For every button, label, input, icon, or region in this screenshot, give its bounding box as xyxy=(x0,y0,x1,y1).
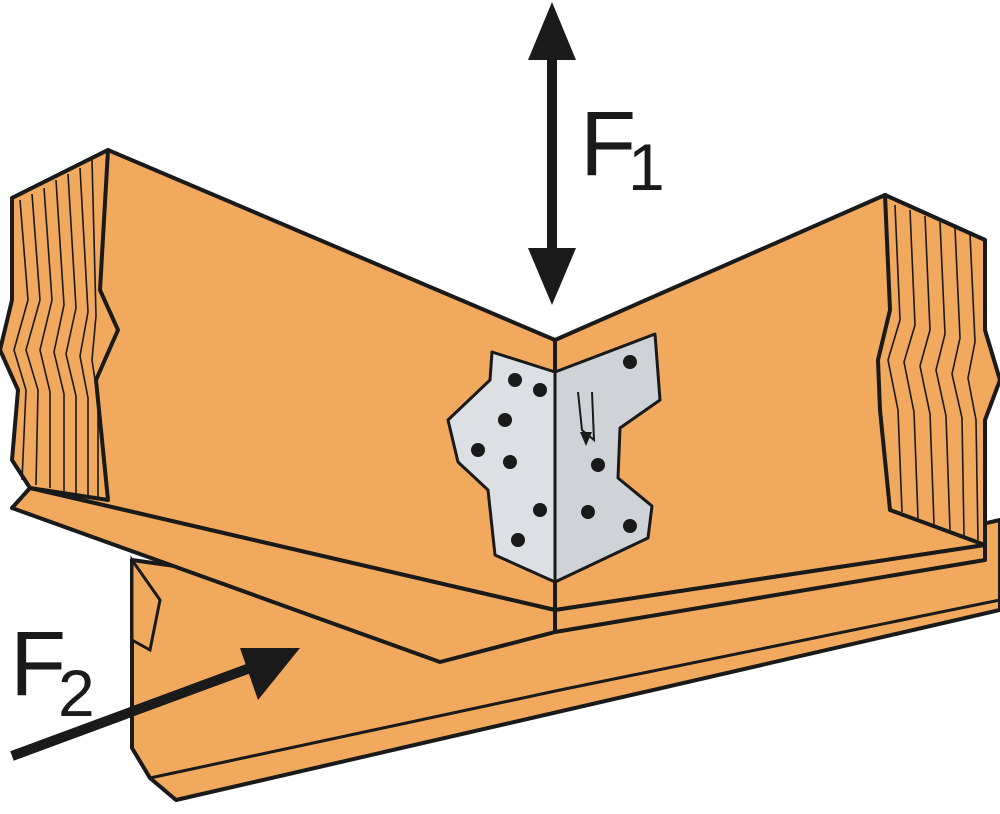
force-1-label: F 1 xyxy=(580,93,665,204)
force-2-letter: F xyxy=(10,613,66,715)
force-1-subscript: 1 xyxy=(628,130,665,204)
double-headed-arrow-icon xyxy=(528,2,576,305)
force-2-subscript: 2 xyxy=(58,656,95,730)
left-joist xyxy=(0,148,557,664)
arrow-icon xyxy=(10,648,300,761)
force-2-label: F 2 xyxy=(10,613,95,730)
right-joist xyxy=(553,193,1000,634)
right-end-grain xyxy=(876,193,1000,547)
framing-angle-connector-icon xyxy=(446,332,662,584)
force-1-letter: F xyxy=(580,93,636,195)
